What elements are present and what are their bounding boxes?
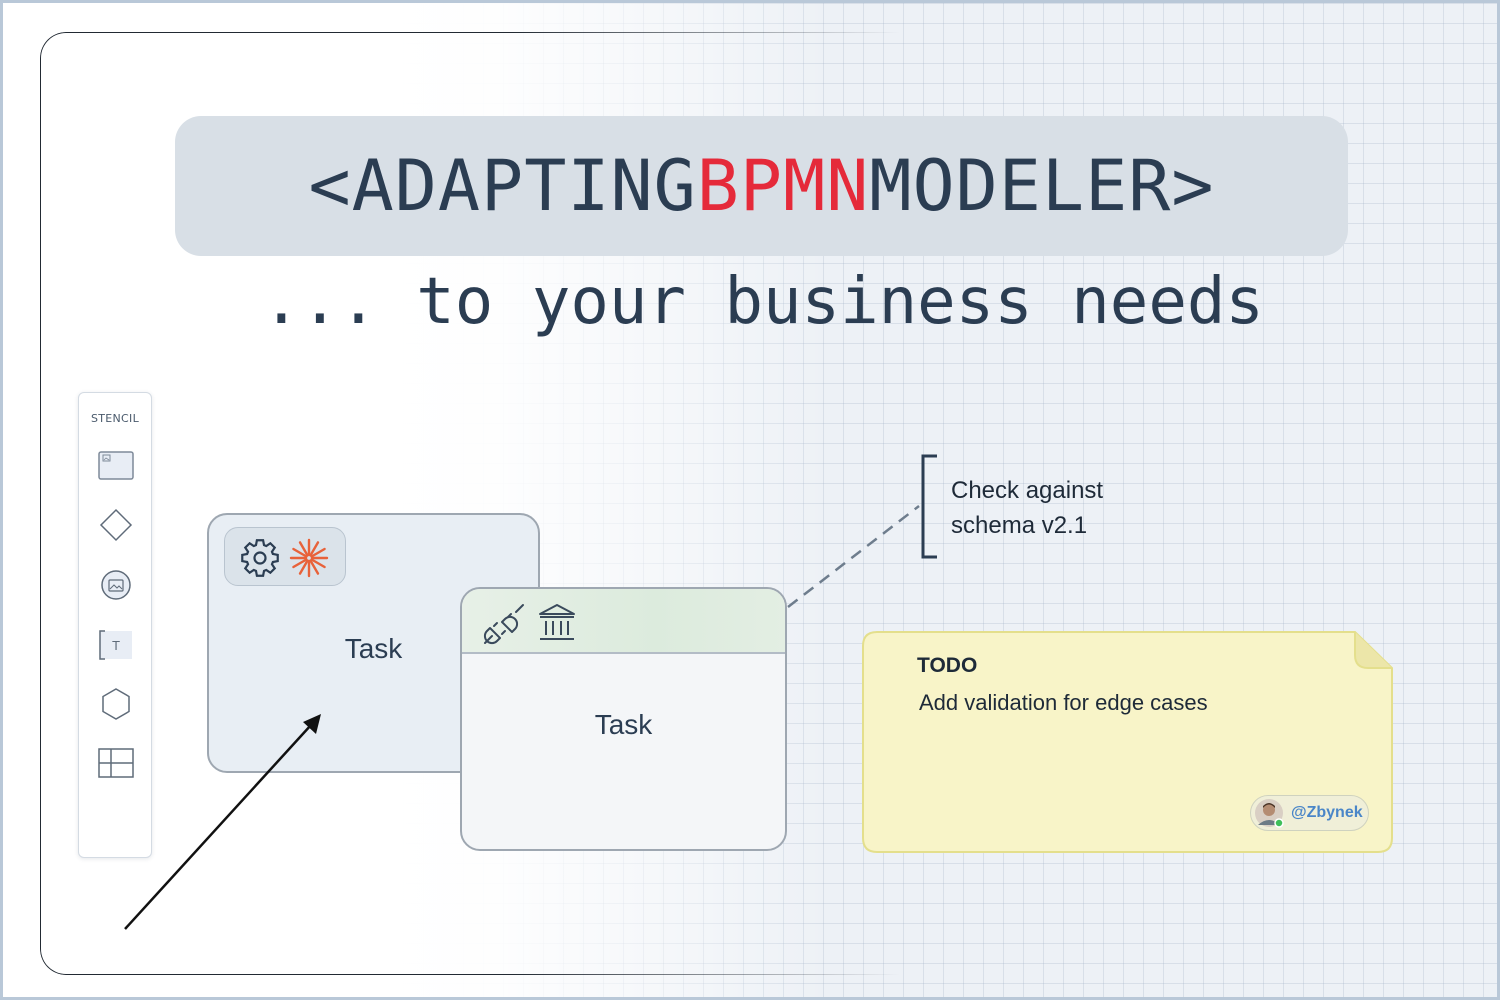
- stencil-palette: STENCIL T: [78, 392, 152, 858]
- task-label: Task: [594, 709, 653, 740]
- mention-username: @Zbynek: [1291, 804, 1363, 821]
- annotation-line: Check against: [951, 477, 1104, 504]
- avatar: [1255, 799, 1284, 828]
- text-tool-glyph: T: [111, 639, 120, 653]
- diamond-icon: [99, 508, 133, 542]
- stencil-task-tool[interactable]: [96, 445, 136, 485]
- text-bracket-icon: T: [99, 630, 132, 660]
- title-suffix: MODELER>: [869, 145, 1215, 227]
- mention-chip[interactable]: @Zbynek: [1250, 795, 1369, 831]
- text-annotation[interactable]: Check against schema v2.1: [951, 473, 1211, 543]
- note-title: TODO: [917, 654, 978, 677]
- stencil-text-annotation-tool[interactable]: T: [96, 625, 136, 665]
- table-icon: [98, 748, 134, 778]
- plug-connector-icon: [483, 604, 524, 645]
- task-label: Task: [344, 633, 403, 664]
- hexagon-icon: [102, 688, 130, 720]
- stencil-title: STENCIL: [90, 412, 140, 425]
- stencil-table-tool[interactable]: [96, 743, 136, 783]
- title-accent: BPMN: [696, 145, 870, 227]
- stencil-image-tool[interactable]: [96, 565, 136, 605]
- task-header: [462, 589, 785, 654]
- title-prefix: <ADAPTING: [308, 145, 697, 227]
- page-subtitle: ... to your business needs: [262, 265, 1264, 339]
- annotation-line: schema v2.1: [951, 512, 1088, 539]
- rectangle-image-icon: [98, 451, 134, 480]
- gear-icon: [241, 539, 279, 577]
- online-status-icon: [1274, 818, 1284, 828]
- stencil-gateway-tool[interactable]: [96, 505, 136, 545]
- task-icon-badge: [224, 527, 346, 586]
- modeler-frame: [40, 32, 900, 975]
- stencil-hexagon-tool[interactable]: [96, 684, 136, 724]
- task-node-integration[interactable]: Task: [460, 587, 787, 851]
- page-title: <ADAPTING BPMN MODELER>: [175, 116, 1348, 256]
- asterisk-icon: [289, 538, 329, 578]
- bank-icon: [539, 604, 575, 640]
- note-body: Add validation for edge cases: [919, 690, 1208, 715]
- circle-image-icon: [101, 570, 131, 600]
